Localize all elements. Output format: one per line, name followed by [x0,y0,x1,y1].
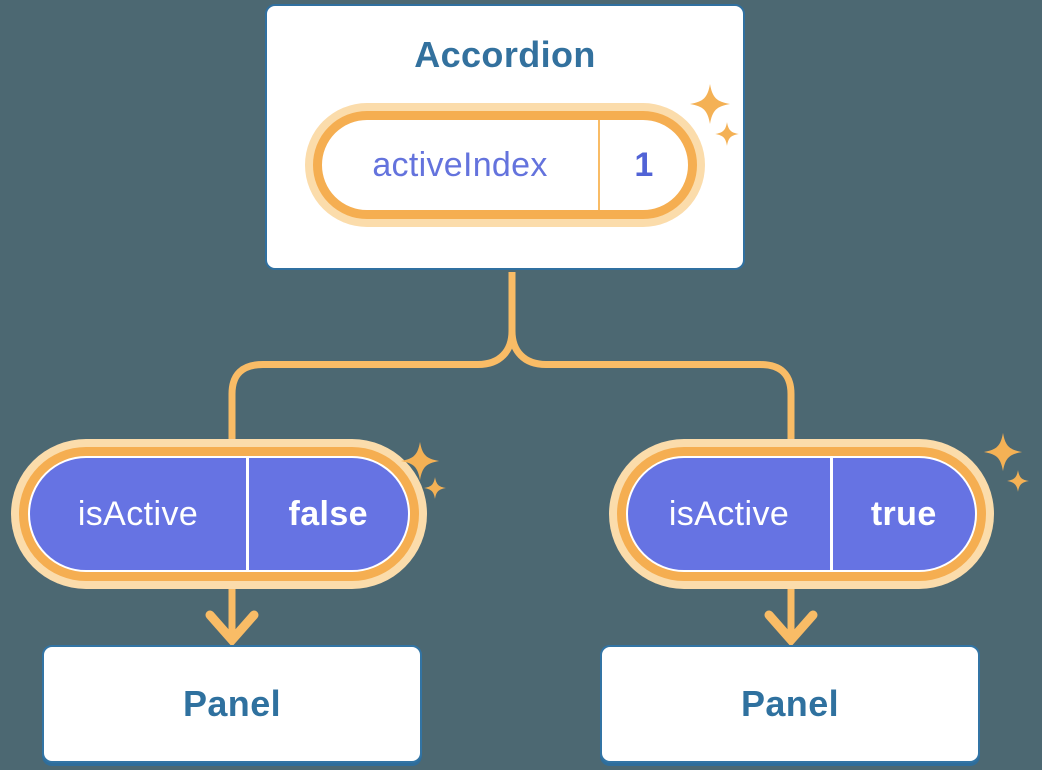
pill-divider [598,120,600,210]
pill-divider [830,458,833,570]
panel-title: Panel [740,683,840,724]
sparkle-icon [983,432,1023,472]
prop-pill-right: isActive true [626,456,977,572]
state-pill-label: activeIndex [372,145,548,184]
sparkle-icon [424,477,446,499]
accordion-title: Accordion [414,34,596,75]
prop-pill-left-label: isActive [77,494,199,533]
pill-divider [246,458,249,570]
arrowhead-right-icon [764,610,818,647]
state-pill-value: 1 [634,145,654,184]
sparkle-icon [715,122,739,146]
sparkle-icon [1007,470,1029,492]
state-pill: activeIndex 1 [313,111,697,219]
prop-pill-right-value: true [870,494,937,533]
arrowhead-left-icon [205,610,259,647]
prop-pill-right-label: isActive [668,494,790,533]
connector-right-branch [508,272,795,640]
panel-box-left: Panel [42,645,422,763]
sparkle-icon [690,84,730,124]
prop-pill-left-value: false [288,494,368,533]
panel-box-right: Panel [600,645,980,763]
connector-left-branch [228,272,516,640]
panel-title: Panel [182,683,282,724]
sparkle-icon [400,441,440,481]
prop-pill-left: isActive false [28,456,410,572]
